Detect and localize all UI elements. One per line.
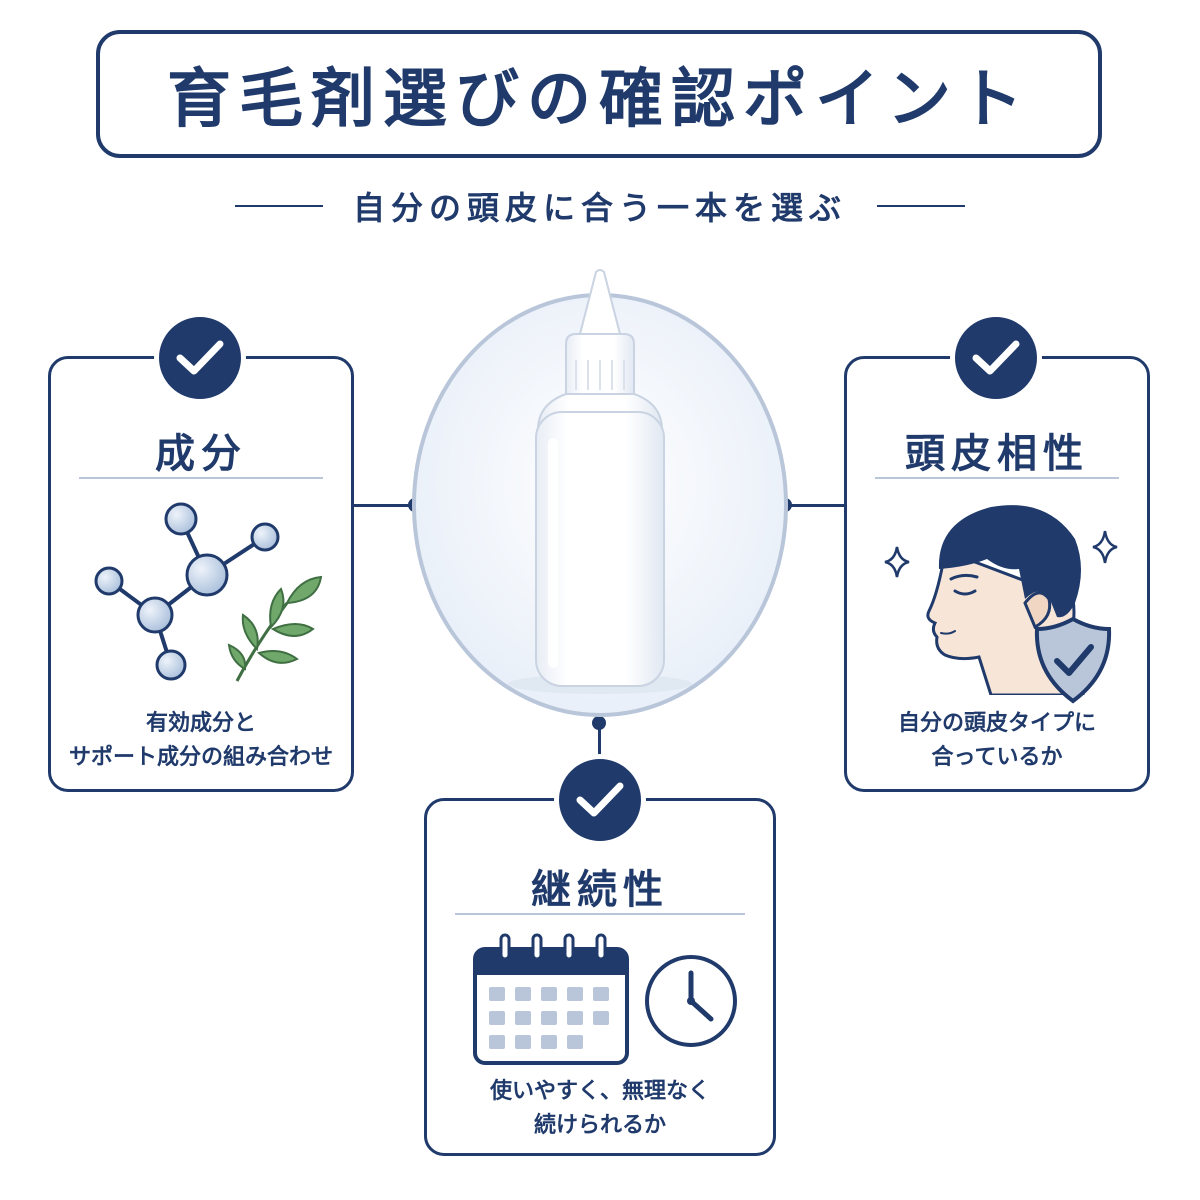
subtitle: 自分の頭皮に合う一本を選ぶ (352, 189, 847, 227)
connector-bottom (598, 724, 601, 768)
card-continuity-desc: 使いやすく、無理なく 続けられるか (427, 1075, 773, 1143)
clock-icon (645, 955, 737, 1047)
connector-bottom-dot (592, 716, 606, 730)
center-bottle-group (412, 269, 788, 717)
card-scalp-check-icon (950, 312, 1042, 404)
card-ingredients-desc-line2: サポート成分の組み合わせ (68, 745, 333, 770)
card-ingredients-divider (79, 477, 323, 479)
leaf-icon (227, 575, 323, 682)
card-continuity-check-icon (554, 754, 646, 846)
card-ingredients-check-icon (154, 312, 246, 404)
card-scalp-heading: 頭皮相性 (905, 431, 1089, 477)
card-continuity-heading: 継続性 (531, 867, 669, 913)
connector-left (354, 504, 416, 507)
card-ingredients-desc-line1: 有効成分と (145, 711, 256, 736)
card-scalp-desc-line2: 合っているか (931, 745, 1063, 770)
card-scalp: 頭皮相性 自分の頭皮タイプに 合っているか (844, 356, 1150, 792)
card-continuity-desc-line2: 続けられるか (533, 1113, 666, 1138)
calendar-icon (473, 933, 629, 1065)
subtitle-line-right (877, 205, 965, 207)
card-scalp-desc: 自分の頭皮タイプに 合っているか (847, 707, 1147, 775)
card-continuity-desc-line1: 使いやすく、無理なく (489, 1079, 710, 1104)
tonic-bottle-icon (508, 269, 692, 694)
shield-check-icon (1034, 616, 1112, 704)
card-continuity-divider (455, 913, 745, 915)
card-continuity: 継続性 使いやすく、無理なく 続けられるか (424, 798, 776, 1156)
sparkle-icon (884, 546, 910, 578)
card-scalp-divider (875, 477, 1119, 479)
sparkle-icon-2 (1092, 530, 1118, 564)
page-title: 育毛剤選びの確認ポイント (167, 63, 1031, 137)
title-box: 育毛剤選びの確認ポイント (96, 30, 1102, 158)
card-ingredients-desc: 有効成分と サポート成分の組み合わせ (51, 707, 351, 775)
molecule-icon (94, 502, 280, 681)
card-ingredients: 成分 (48, 356, 354, 792)
subtitle-row: 自分の頭皮に合う一本を選ぶ (0, 178, 1200, 234)
subtitle-line-left (234, 205, 323, 207)
card-scalp-desc-line1: 自分の頭皮タイプに (897, 711, 1096, 736)
card-ingredients-heading: 成分 (155, 431, 247, 477)
connector-right (786, 504, 846, 507)
